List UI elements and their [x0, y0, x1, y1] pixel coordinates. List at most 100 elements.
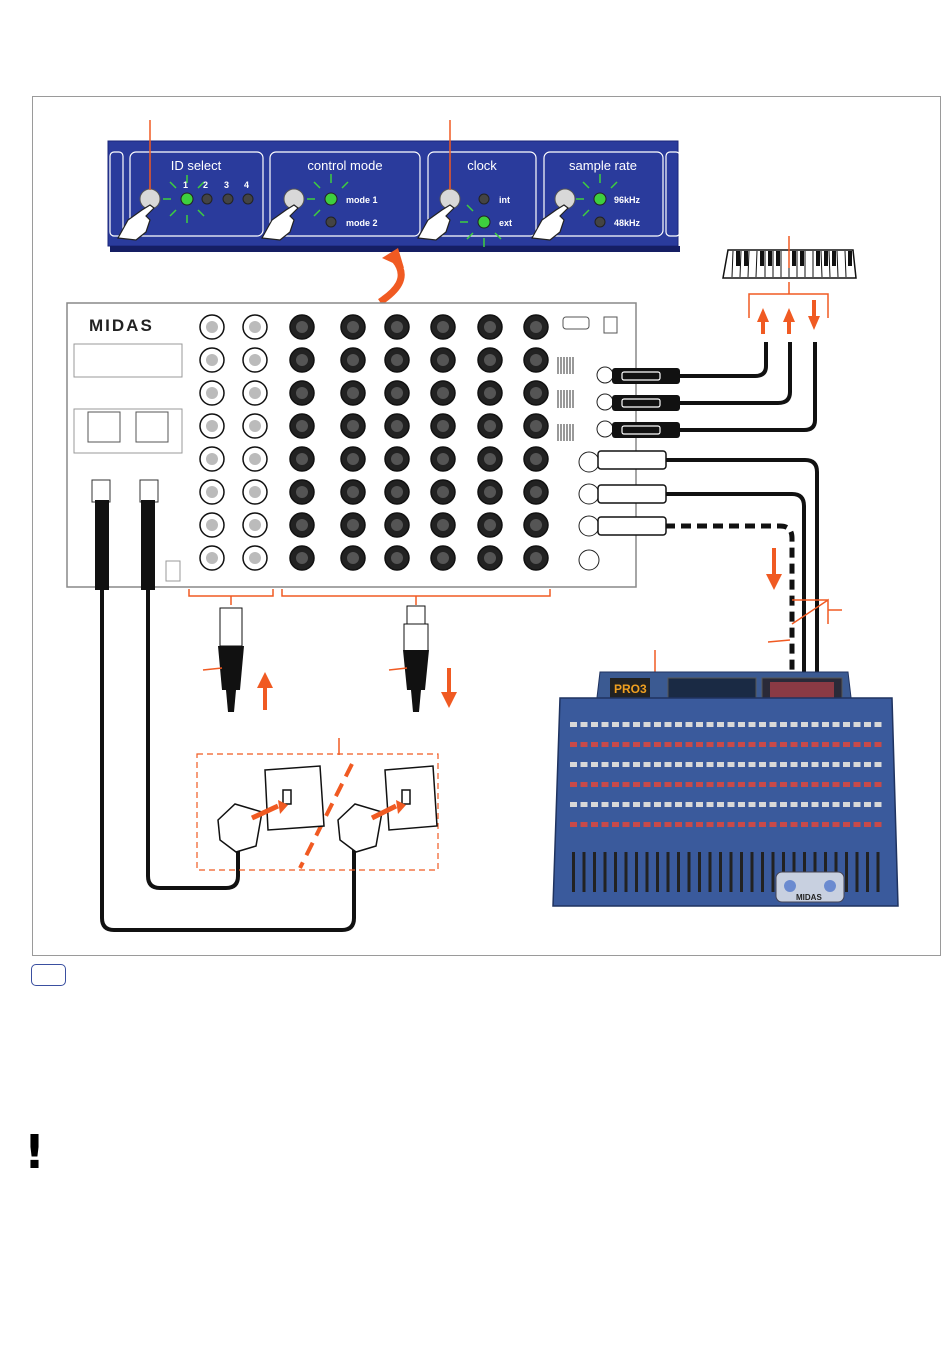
- console-button: [591, 742, 598, 747]
- console-button: [791, 782, 798, 787]
- console-button: [602, 782, 609, 787]
- console-button: [812, 722, 819, 727]
- xlr-socket-pins: [249, 321, 261, 333]
- direction-arrow-icon: [257, 672, 273, 688]
- console-button: [654, 802, 661, 807]
- xlr-socket-pins: [530, 354, 542, 366]
- fader-track: [866, 852, 869, 892]
- console-button: [602, 802, 609, 807]
- fader-track: [730, 852, 733, 892]
- console-button: [759, 742, 766, 747]
- console-button: [696, 782, 703, 787]
- console-button: [875, 802, 882, 807]
- console-button: [633, 802, 640, 807]
- xlr-socket-pins: [296, 552, 308, 564]
- xlr-socket-pins: [296, 453, 308, 465]
- xlr-socket-pins: [437, 354, 449, 366]
- console-button: [801, 782, 808, 787]
- console-button: [612, 762, 619, 767]
- xlr-socket-pins: [530, 519, 542, 531]
- console-button: [759, 822, 766, 827]
- xlr-socket-pins: [530, 321, 542, 333]
- console-button: [654, 822, 661, 827]
- console-button: [801, 762, 808, 767]
- console-button: [591, 782, 598, 787]
- console-button: [717, 802, 724, 807]
- console-button: [696, 822, 703, 827]
- console-button: [749, 762, 756, 767]
- console-button: [738, 722, 745, 727]
- console-button: [822, 722, 829, 727]
- xlr-socket-pins: [347, 486, 359, 498]
- console-button: [696, 802, 703, 807]
- fader-track: [688, 852, 691, 892]
- console-button: [801, 802, 808, 807]
- int-led: [479, 194, 489, 204]
- xlr-socket-pins: [530, 552, 542, 564]
- console-button: [854, 722, 861, 727]
- console-button: [665, 762, 672, 767]
- direction-arrow-icon: [441, 692, 457, 708]
- console-button: [686, 722, 693, 727]
- console-button: [570, 722, 577, 727]
- console-button: [581, 782, 588, 787]
- console-button: [875, 762, 882, 767]
- console-button: [686, 802, 693, 807]
- console-button: [612, 782, 619, 787]
- control-mode-title: control mode: [307, 158, 382, 173]
- console-button: [843, 782, 850, 787]
- xlr-socket-pins: [296, 420, 308, 432]
- fader-track: [761, 852, 764, 892]
- console-button: [570, 762, 577, 767]
- console-button: [675, 742, 682, 747]
- console-button: [864, 742, 871, 747]
- id-led-1: [181, 193, 193, 205]
- console-button: [696, 722, 703, 727]
- console-button: [791, 722, 798, 727]
- console-button: [843, 802, 850, 807]
- midi-plug-icon: [612, 368, 680, 438]
- console-button: [623, 722, 630, 727]
- xlr-socket-pins: [391, 420, 403, 432]
- xlr-socket-pins: [206, 354, 218, 366]
- mode-2-label: mode 2: [346, 218, 378, 228]
- console-button: [675, 802, 682, 807]
- xlr-socket-pins: [484, 420, 496, 432]
- console-button: [633, 722, 640, 727]
- console-button: [665, 802, 672, 807]
- console-button: [822, 742, 829, 747]
- console-button: [822, 822, 829, 827]
- xlr-socket-pins: [391, 321, 403, 333]
- xlr-male-connector-icon: [218, 608, 244, 712]
- console-button: [581, 802, 588, 807]
- console-button: [570, 802, 577, 807]
- console-button: [602, 762, 609, 767]
- console-button: [591, 822, 598, 827]
- fader-track: [856, 852, 859, 892]
- console-button: [738, 782, 745, 787]
- xlr-socket-pins: [391, 453, 403, 465]
- console-button: [738, 802, 745, 807]
- console-button: [864, 822, 871, 827]
- xlr-socket-pins: [391, 552, 403, 564]
- console-button: [633, 742, 640, 747]
- xlr-socket-pins: [296, 486, 308, 498]
- fader-track: [698, 852, 701, 892]
- xlr-socket-pins: [484, 519, 496, 531]
- console-button: [843, 742, 850, 747]
- console-button: [665, 782, 672, 787]
- xlr-socket-pins: [391, 387, 403, 399]
- console-button: [780, 822, 787, 827]
- console-button: [591, 802, 598, 807]
- console-button: [770, 822, 777, 827]
- console-button: [749, 822, 756, 827]
- 48khz-led: [595, 217, 605, 227]
- 96khz-led: [594, 193, 606, 205]
- id-led-label-2: 2: [203, 180, 208, 190]
- 96khz-label: 96kHz: [614, 195, 641, 205]
- xlr-socket-pins: [437, 486, 449, 498]
- console-button: [749, 802, 756, 807]
- xlr-socket-pins: [530, 420, 542, 432]
- console-button: [644, 722, 651, 727]
- fader-track: [572, 852, 575, 892]
